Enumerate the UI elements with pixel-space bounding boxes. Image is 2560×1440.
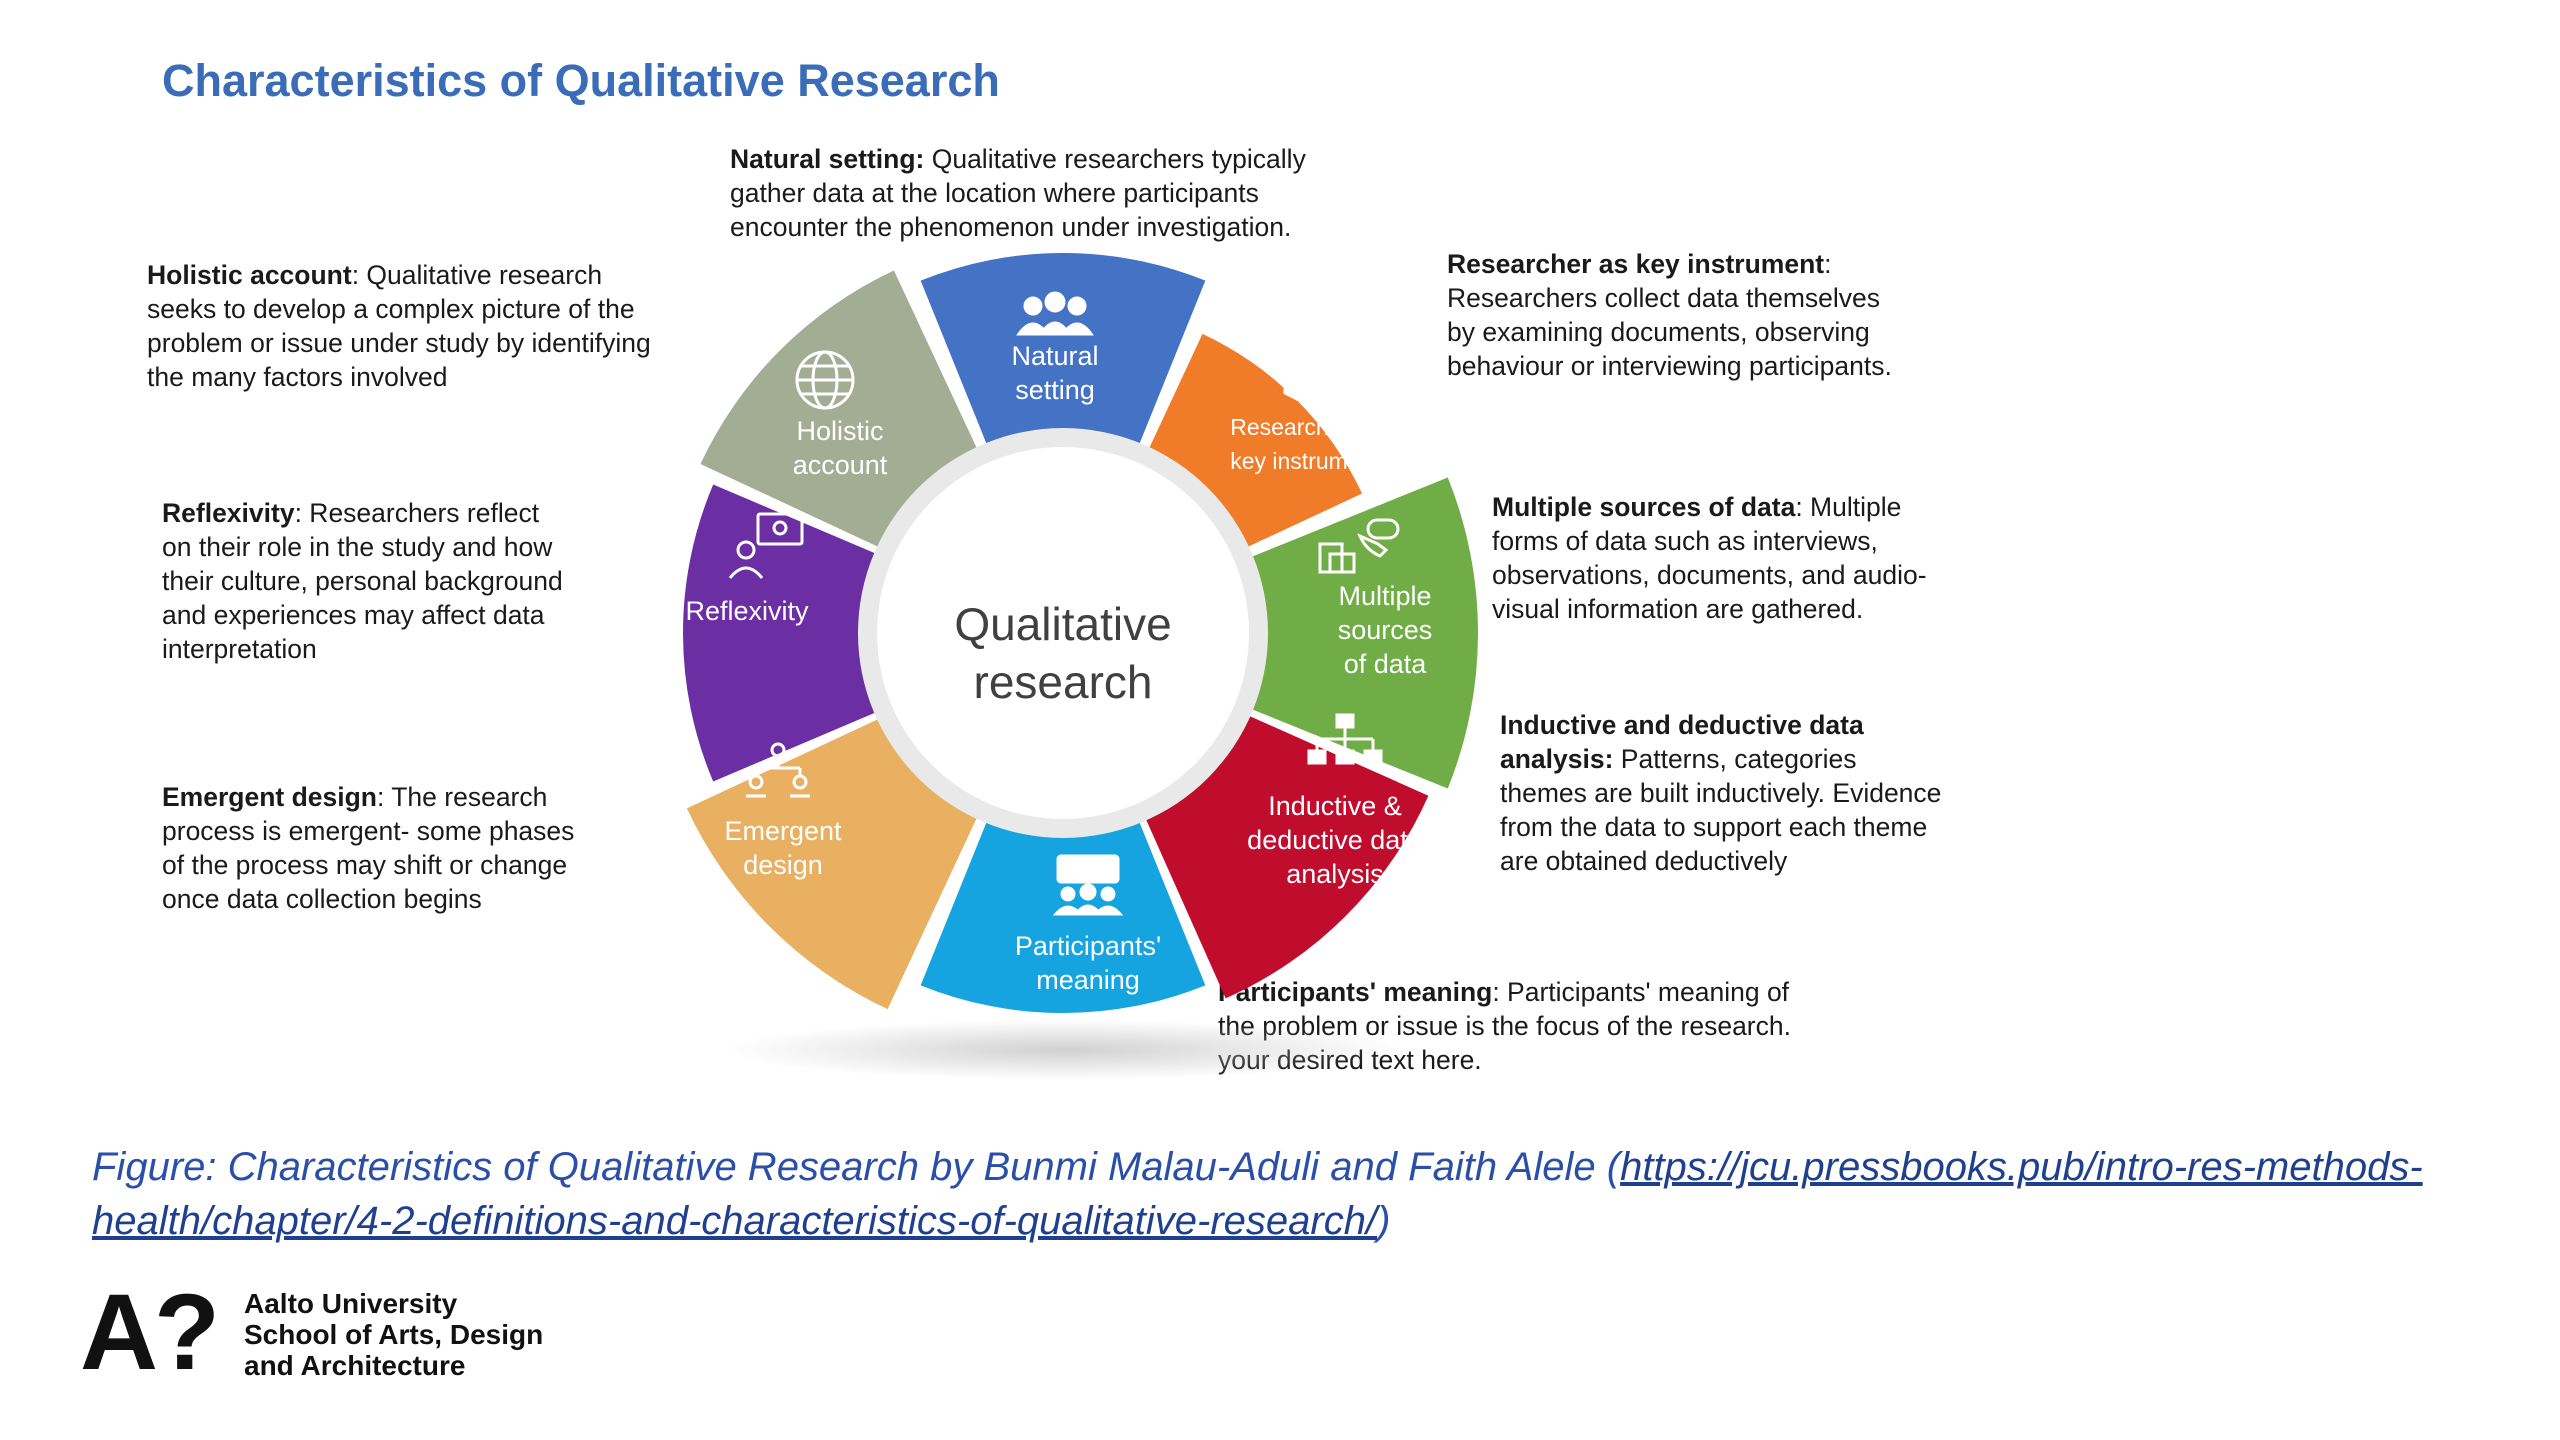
desc-heading: Researcher as key instrument [1447,249,1825,279]
desc-line: seeks to develop a complex picture of th… [147,294,635,324]
desc-line: : Qualitative research [351,260,603,290]
segment-label-researcher: Researcher as [1230,414,1380,440]
segment-label-inductive: deductive data [1247,825,1424,855]
segment-label-holistic: account [793,450,888,480]
desc-line: : Multiple [1795,492,1902,522]
desc-line: by examining documents, observing [1447,317,1870,347]
center-circle [877,447,1249,819]
desc-line: forms of data such as interviews, [1492,526,1878,556]
segment-label-participants: meaning [1036,965,1140,995]
segment-label-multiple: of data [1344,649,1428,679]
caption-text: Figure: Characteristics of Qualitative R… [92,1145,1621,1189]
desc-reflexivity: Reflexivity: Researchers reflect on thei… [162,496,563,666]
desc-line: behaviour or interviewing participants. [1447,351,1892,381]
desc-line: interpretation [162,634,317,664]
segment-label-natural: setting [1015,375,1095,405]
desc-heading: Natural setting: [730,144,925,174]
caption-close: ) [1377,1199,1391,1243]
desc-heading: Multiple sources of data [1492,492,1796,522]
desc-line: process is emergent- some phases [162,816,575,846]
desc-researcher-key-instrument: Researcher as key instrument: Researcher… [1447,247,1892,383]
desc-line: of the process may shift or change [162,850,568,880]
desc-line: : [1824,249,1832,279]
desc-heading: Inductive and deductive data [1500,710,1864,740]
segment-holistic [700,270,987,557]
segment-label-emergent: Emergent [724,816,842,846]
desc-line: : Researchers reflect [294,498,540,528]
people-group-icon [1016,291,1094,336]
segment-label-reflexivity: Reflexivity [685,596,809,626]
logo-line: School of Arts, Design [244,1319,544,1350]
desc-line: from the data to support each theme [1500,812,1928,842]
desc-holistic-account: Holistic account: Qualitative research s… [147,258,651,394]
center-label-line-1: Qualitative [954,598,1171,650]
aalto-logo-text: Aalto University School of Arts, Design … [244,1288,543,1381]
segment-label-natural: Natural [1011,341,1098,371]
desc-line: problem or issue under study by identify… [147,328,651,358]
desc-line: on their role in the study and how [162,532,553,562]
desc-line: : The research [377,782,548,812]
segment-label-inductive: Inductive & [1268,791,1402,821]
figure-caption: Figure: Characteristics of Qualitative R… [92,1140,2472,1248]
segment-label-participants: Participants' [1015,931,1161,961]
page-title: Characteristics of Qualitative Research [162,55,1000,106]
desc-line: once data collection begins [162,884,482,914]
caption-link[interactable]: https://jcu.pressbooks.pub/intro-res-met… [92,1145,2423,1243]
desc-line: and experiences may affect data [162,600,545,630]
desc-line: themes are built inductively. Evidence [1500,778,1942,808]
segment-inductive [1136,706,1429,999]
desc-natural-setting: Natural setting: Qualitative researchers… [730,142,1306,244]
segment-multiple [1229,477,1478,789]
desc-line: Patterns, categories [1613,744,1857,774]
desc-line: : Participants' meaning of [1492,977,1790,1007]
segment-reflexivity [683,484,898,782]
center-label-line-2: research [974,656,1153,708]
segment-label-emergent: design [743,850,823,880]
desc-line: gather data at the location where partic… [730,178,1259,208]
desc-line: their culture, personal background [162,566,563,596]
segment-natural [920,253,1206,467]
segment-label-researcher: key instrument [1230,448,1380,474]
desc-heading: analysis: [1500,744,1614,774]
logo-line: Aalto University [244,1288,458,1319]
desc-line: the many factors involved [147,362,448,392]
wheel-shadow [725,1020,1405,1080]
desc-inductive-deductive: Inductive and deductive data analysis: P… [1500,708,1941,878]
globe-icon [795,350,855,410]
audience-chat-icon [1052,854,1124,916]
handshake-icon [1283,361,1327,403]
desc-heading: Reflexivity [162,498,295,528]
documents-phone-icon [1318,518,1400,574]
desc-line: observations, documents, and audio- [1492,560,1927,590]
desc-heading: Participants' meaning [1218,977,1493,1007]
desc-heading: Emergent design [162,782,377,812]
segment-participants [920,799,1206,1013]
network-people-icon [746,742,810,798]
desc-emergent-design: Emergent design: The research process is… [162,780,574,916]
thinking-person-icon [728,512,804,579]
segment-label-inductive: analysis [1286,859,1384,889]
desc-line: encounter the phenomenon under investiga… [730,212,1292,242]
desc-line: are obtained deductively [1500,846,1788,876]
segment-label-multiple: sources [1338,615,1433,645]
desc-line: Researchers collect data themselves [1447,283,1881,313]
aalto-logo-mark: A? [80,1271,220,1392]
hierarchy-icon [1307,713,1383,765]
desc-heading: Holistic account [147,260,352,290]
segment-label-multiple: Multiple [1338,581,1431,611]
logo-line: and Architecture [244,1350,466,1381]
segment-label-holistic: Holistic [796,416,883,446]
desc-multiple-sources: Multiple sources of data: Multiple forms… [1492,490,1927,626]
desc-line: Qualitative researchers typically [924,144,1306,174]
desc-line: visual information are gathered. [1492,594,1864,624]
